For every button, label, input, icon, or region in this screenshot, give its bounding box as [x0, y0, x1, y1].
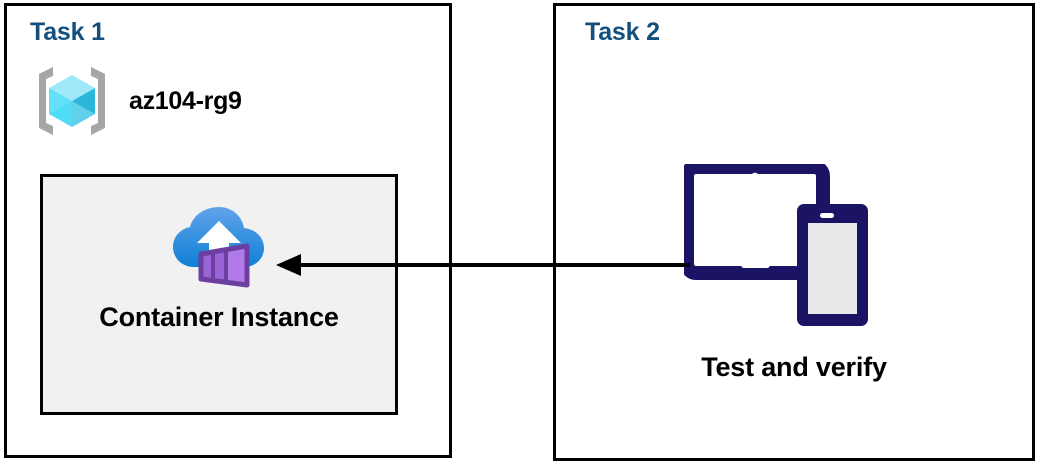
azure-container-instance-icon: [173, 207, 264, 288]
resource-group-label: az104-rg9: [129, 86, 242, 115]
container-instance-card: Container Instance: [40, 174, 398, 415]
resource-group-row: az104-rg9: [33, 62, 242, 140]
task-1-title: Task 1: [30, 18, 105, 46]
arrow-task2-to-task1: [276, 254, 690, 276]
task-2-title: Task 2: [585, 18, 660, 46]
task-2-panel: [553, 3, 1035, 461]
container-instance-label: Container Instance: [99, 302, 339, 332]
azure-resource-group-icon: [39, 67, 105, 135]
test-and-verify-label: Test and verify: [701, 352, 887, 382]
devices-tablet-phone-icon: [684, 164, 868, 326]
